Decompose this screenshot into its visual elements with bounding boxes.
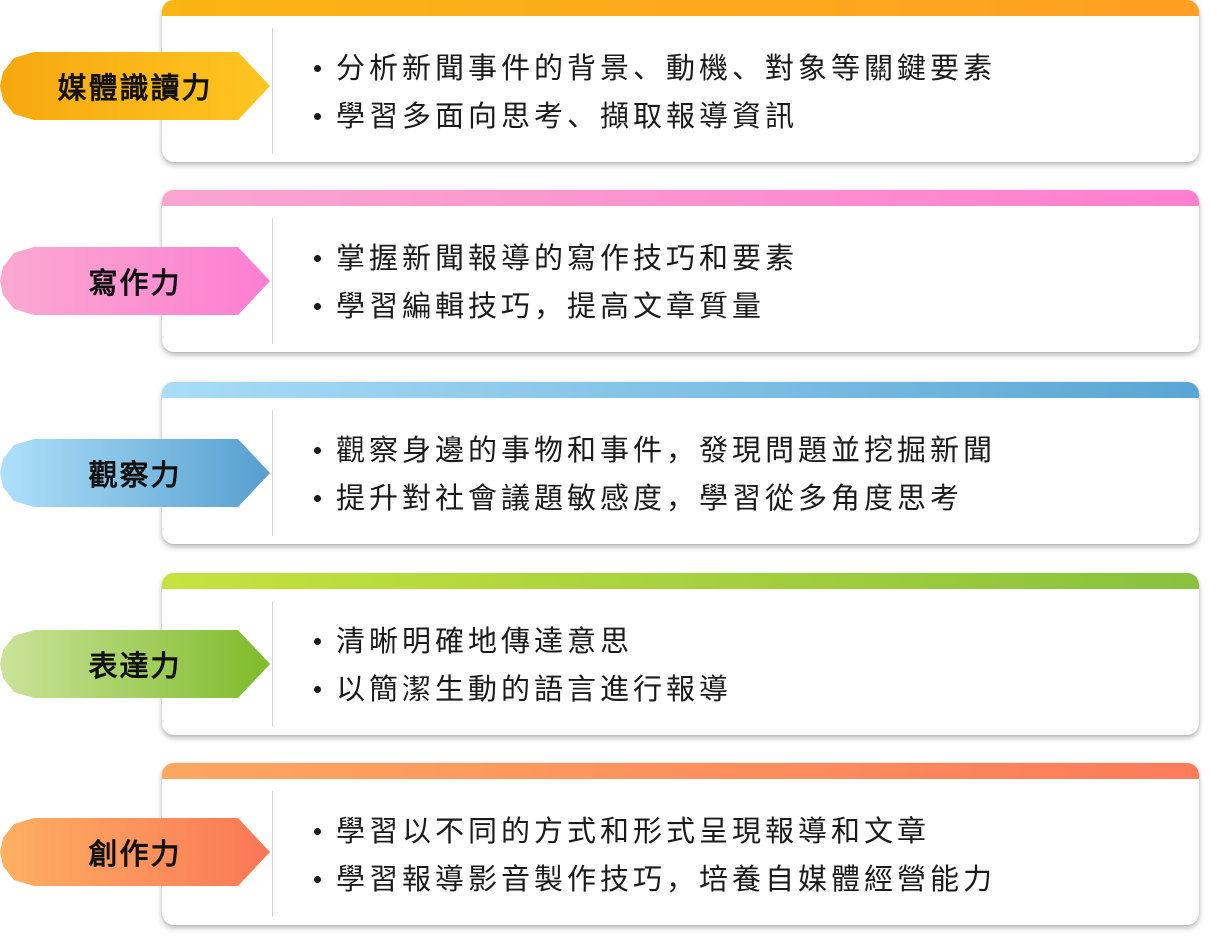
skill-card: 清晰明確地傳達意思 以簡潔生動的語言進行報導 — [162, 573, 1199, 735]
skill-card: 學習以不同的方式和形式呈現報導和文章 學習報導影音製作技巧，培養自媒體經營能力 — [162, 763, 1199, 925]
skill-tag-label: 創作力 — [88, 837, 182, 871]
skill-point: 學習以不同的方式和形式呈現報導和文章 — [312, 807, 996, 855]
skill-card: 觀察身邊的事物和事件，發現問題並挖掘新聞 提升對社會議題敏感度，學習從多角度思考 — [162, 382, 1199, 544]
card-divider — [272, 218, 273, 344]
skill-points: 掌握新聞報導的寫作技巧和要素 學習編輯技巧，提高文章質量 — [312, 234, 798, 330]
skill-point: 掌握新聞報導的寫作技巧和要素 — [312, 234, 798, 282]
skill-tag-label: 觀察力 — [88, 458, 182, 492]
skill-tag: 媒體識讀力 — [0, 52, 270, 120]
card-divider — [272, 791, 273, 917]
skill-tag-label: 寫作力 — [88, 266, 182, 300]
skill-points: 清晰明確地傳達意思 以簡潔生動的語言進行報導 — [312, 617, 732, 713]
card-header-bar — [162, 0, 1199, 16]
skill-point: 觀察身邊的事物和事件，發現問題並挖掘新聞 — [312, 426, 996, 474]
skill-point: 學習報導影音製作技巧，培養自媒體經營能力 — [312, 855, 996, 903]
card-header-bar — [162, 190, 1199, 206]
skill-point: 分析新聞事件的背景、動機、對象等關鍵要素 — [312, 44, 996, 92]
skill-card: 掌握新聞報導的寫作技巧和要素 學習編輯技巧，提高文章質量 — [162, 190, 1199, 352]
card-header-bar — [162, 763, 1199, 779]
skill-row-media-literacy: 分析新聞事件的背景、動機、對象等關鍵要素 學習多面向思考、擷取報導資訊 媒體識讀… — [0, 0, 1217, 170]
skill-point: 清晰明確地傳達意思 — [312, 617, 732, 665]
skill-tag: 表達力 — [0, 630, 270, 698]
card-divider — [272, 410, 273, 536]
skill-point: 學習多面向思考、擷取報導資訊 — [312, 92, 996, 140]
card-divider — [272, 601, 273, 727]
skill-points: 分析新聞事件的背景、動機、對象等關鍵要素 學習多面向思考、擷取報導資訊 — [312, 44, 996, 140]
skill-tag-label: 表達力 — [88, 649, 182, 683]
skill-tag: 寫作力 — [0, 247, 270, 315]
skill-points: 學習以不同的方式和形式呈現報導和文章 學習報導影音製作技巧，培養自媒體經營能力 — [312, 807, 996, 903]
card-header-bar — [162, 573, 1199, 589]
skill-point: 學習編輯技巧，提高文章質量 — [312, 282, 798, 330]
skill-tag: 觀察力 — [0, 439, 270, 507]
skill-row-expression: 清晰明確地傳達意思 以簡潔生動的語言進行報導 表達力 — [0, 573, 1217, 743]
skill-row-writing: 掌握新聞報導的寫作技巧和要素 學習編輯技巧，提高文章質量 寫作力 — [0, 190, 1217, 360]
card-header-bar — [162, 382, 1199, 398]
skill-point: 以簡潔生動的語言進行報導 — [312, 665, 732, 713]
skill-card: 分析新聞事件的背景、動機、對象等關鍵要素 學習多面向思考、擷取報導資訊 — [162, 0, 1199, 162]
card-divider — [272, 28, 273, 154]
skill-tag: 創作力 — [0, 818, 270, 886]
skill-points: 觀察身邊的事物和事件，發現問題並挖掘新聞 提升對社會議題敏感度，學習從多角度思考 — [312, 426, 996, 522]
skill-row-creativity: 學習以不同的方式和形式呈現報導和文章 學習報導影音製作技巧，培養自媒體經營能力 … — [0, 763, 1217, 933]
skill-row-observation: 觀察身邊的事物和事件，發現問題並挖掘新聞 提升對社會議題敏感度，學習從多角度思考… — [0, 382, 1217, 552]
skill-tag-label: 媒體識讀力 — [57, 71, 213, 105]
skill-point: 提升對社會議題敏感度，學習從多角度思考 — [312, 474, 996, 522]
